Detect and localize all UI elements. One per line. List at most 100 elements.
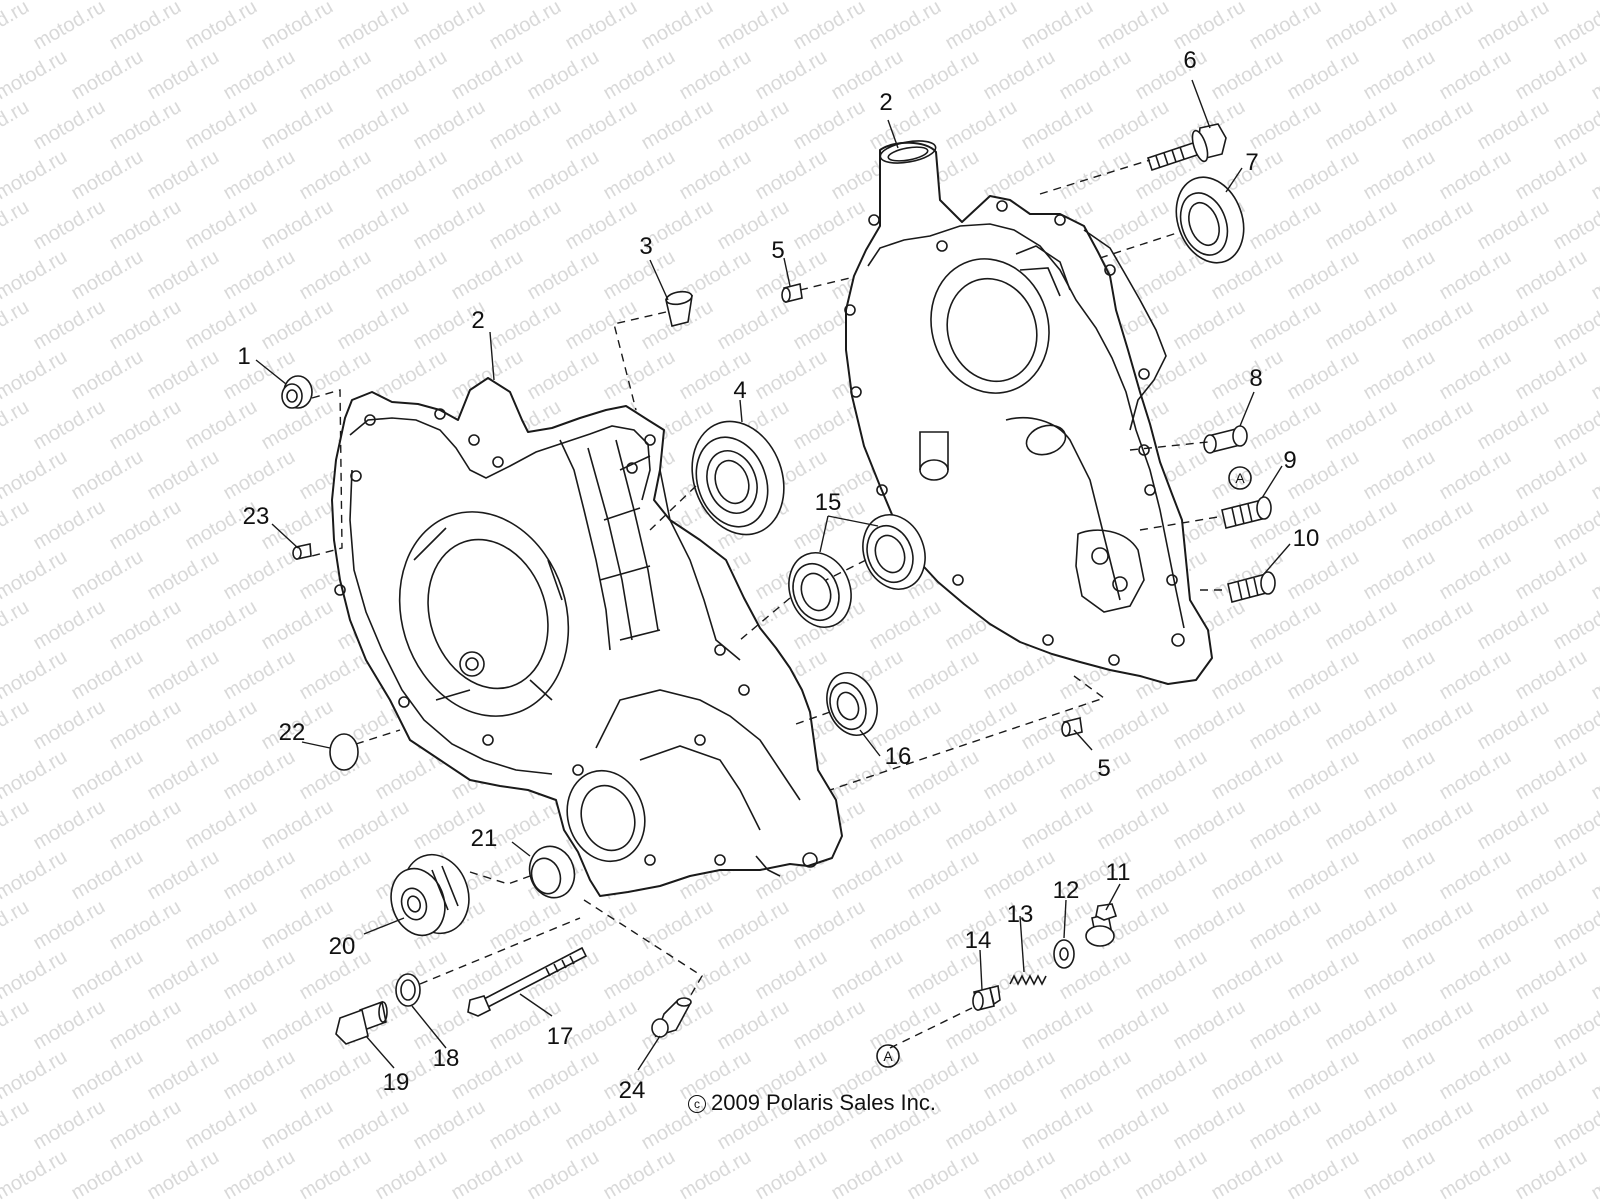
watermark-text: motod.ru bbox=[220, 946, 299, 1005]
watermark-text: motod.ru bbox=[410, 1096, 489, 1155]
watermark-text: motod.ru bbox=[1512, 146, 1591, 205]
watermark-text: motod.ru bbox=[1588, 1146, 1600, 1200]
watermark-text: motod.ru bbox=[1208, 46, 1287, 105]
watermark-text: motod.ru bbox=[486, 796, 565, 855]
watermark-text: motod.ru bbox=[1284, 346, 1363, 405]
watermark-text: motod.ru bbox=[1246, 0, 1325, 54]
watermark-text: motod.ru bbox=[106, 96, 185, 155]
watermark-text: motod.ru bbox=[524, 346, 603, 405]
watermark-text: motod.ru bbox=[1474, 696, 1553, 755]
watermark-text: motod.ru bbox=[524, 1146, 603, 1200]
watermark-text: motod.ru bbox=[1094, 1196, 1173, 1200]
part-9-fitting bbox=[1221, 496, 1272, 529]
watermark-text: motod.ru bbox=[1588, 846, 1600, 905]
watermark-text: motod.ru bbox=[144, 846, 223, 905]
watermark-text: motod.ru bbox=[144, 46, 223, 105]
watermark-text: motod.ru bbox=[1398, 296, 1477, 355]
callout-8: 8 bbox=[1249, 365, 1262, 392]
watermark-text: motod.ru bbox=[1208, 0, 1287, 4]
callout-14: 14 bbox=[965, 927, 992, 954]
watermark-text: motod.ru bbox=[1170, 696, 1249, 755]
watermark-text: motod.ru bbox=[0, 196, 33, 255]
watermark-text: motod.ru bbox=[448, 946, 527, 1005]
watermark-text: motod.ru bbox=[1398, 396, 1477, 455]
watermark-text: motod.ru bbox=[1056, 1046, 1135, 1105]
watermark-text: motod.ru bbox=[524, 246, 603, 305]
watermark-text: motod.ru bbox=[1246, 96, 1325, 155]
watermark-text: motod.ru bbox=[676, 946, 755, 1005]
watermark-text: motod.ru bbox=[1208, 646, 1287, 705]
watermark-text: motod.ru bbox=[106, 396, 185, 455]
part-22-plug-cap bbox=[329, 733, 359, 771]
watermark-text: motod.ru bbox=[1018, 796, 1097, 855]
watermark-text: motod.ru bbox=[942, 1096, 1021, 1155]
watermark-text: motod.ru bbox=[106, 1096, 185, 1155]
watermark-text: motod.ru bbox=[1436, 646, 1515, 705]
watermark-text: motod.ru bbox=[0, 1096, 33, 1155]
watermark-text: motod.ru bbox=[1436, 146, 1515, 205]
watermark-text: motod.ru bbox=[448, 146, 527, 205]
watermark-text: motod.ru bbox=[0, 596, 33, 655]
watermark-text: motod.ru bbox=[1436, 246, 1515, 305]
watermark-text: motod.ru bbox=[220, 546, 299, 605]
watermark-text: motod.ru bbox=[980, 46, 1059, 105]
watermark-text: motod.ru bbox=[1360, 746, 1439, 805]
watermark-text: motod.ru bbox=[1550, 196, 1600, 255]
callout-19: 19 bbox=[383, 1069, 410, 1096]
watermark-text: motod.ru bbox=[1056, 746, 1135, 805]
callout-3: 3 bbox=[639, 233, 652, 260]
watermark-text: motod.ru bbox=[828, 0, 907, 4]
watermark-text: motod.ru bbox=[372, 46, 451, 105]
watermark-text: motod.ru bbox=[182, 96, 261, 155]
watermark-text: motod.ru bbox=[30, 796, 109, 855]
watermark-text: motod.ru bbox=[144, 1146, 223, 1200]
watermark-text: motod.ru bbox=[334, 1196, 413, 1200]
watermark-text: motod.ru bbox=[1246, 396, 1325, 455]
watermark-text: motod.ru bbox=[1322, 1096, 1401, 1155]
watermark-text: motod.ru bbox=[106, 896, 185, 955]
watermark-text: motod.ru bbox=[980, 0, 1059, 4]
watermark-text: motod.ru bbox=[1550, 496, 1600, 555]
watermark-text: motod.ru bbox=[942, 696, 1021, 755]
watermark-text: motod.ru bbox=[866, 896, 945, 955]
callout-17: 17 bbox=[547, 1023, 574, 1050]
watermark-text: motod.ru bbox=[1208, 846, 1287, 905]
reference-marker-a-lower: A bbox=[876, 1044, 900, 1068]
watermark-text: motod.ru bbox=[828, 1146, 907, 1200]
watermark-text: motod.ru bbox=[562, 1096, 641, 1155]
callout-5-lower: 5 bbox=[1097, 755, 1110, 782]
watermark-text: motod.ru bbox=[1284, 46, 1363, 105]
watermark-text: motod.ru bbox=[524, 0, 603, 4]
watermark-text: motod.ru bbox=[1018, 96, 1097, 155]
watermark-text: motod.ru bbox=[1588, 446, 1600, 505]
watermark-text: motod.ru bbox=[220, 646, 299, 705]
watermark-text: motod.ru bbox=[334, 96, 413, 155]
watermark-text: motod.ru bbox=[1550, 296, 1600, 355]
watermark-text: motod.ru bbox=[1284, 146, 1363, 205]
watermark-text: motod.ru bbox=[1132, 0, 1211, 4]
watermark-text: motod.ru bbox=[524, 146, 603, 205]
watermark-text: motod.ru bbox=[220, 1146, 299, 1200]
watermark-text: motod.ru bbox=[1474, 396, 1553, 455]
watermark-text: motod.ru bbox=[866, 596, 945, 655]
watermark-text: motod.ru bbox=[1436, 846, 1515, 905]
watermark-text: motod.ru bbox=[1398, 0, 1477, 54]
watermark-text: motod.ru bbox=[1246, 796, 1325, 855]
watermark-text: motod.ru bbox=[1588, 646, 1600, 705]
watermark-text: motod.ru bbox=[980, 1146, 1059, 1200]
part-11-plug-bolt bbox=[1085, 903, 1118, 947]
watermark-text: motod.ru bbox=[334, 1096, 413, 1155]
watermark-text: motod.ru bbox=[448, 46, 527, 105]
callout-2-left-case: 2 bbox=[471, 307, 484, 334]
part-13-spring bbox=[1009, 974, 1047, 986]
watermark-text: motod.ru bbox=[1094, 0, 1173, 54]
watermark-text: motod.ru bbox=[562, 1196, 641, 1200]
watermark-text: motod.ru bbox=[258, 896, 337, 955]
watermark-text: motod.ru bbox=[1208, 1046, 1287, 1105]
watermark-text: motod.ru bbox=[30, 996, 109, 1055]
watermark-text: motod.ru bbox=[372, 146, 451, 205]
watermark-text: motod.ru bbox=[1284, 246, 1363, 305]
watermark-text: motod.ru bbox=[220, 746, 299, 805]
watermark-text: motod.ru bbox=[30, 96, 109, 155]
watermark-text: motod.ru bbox=[0, 846, 71, 905]
